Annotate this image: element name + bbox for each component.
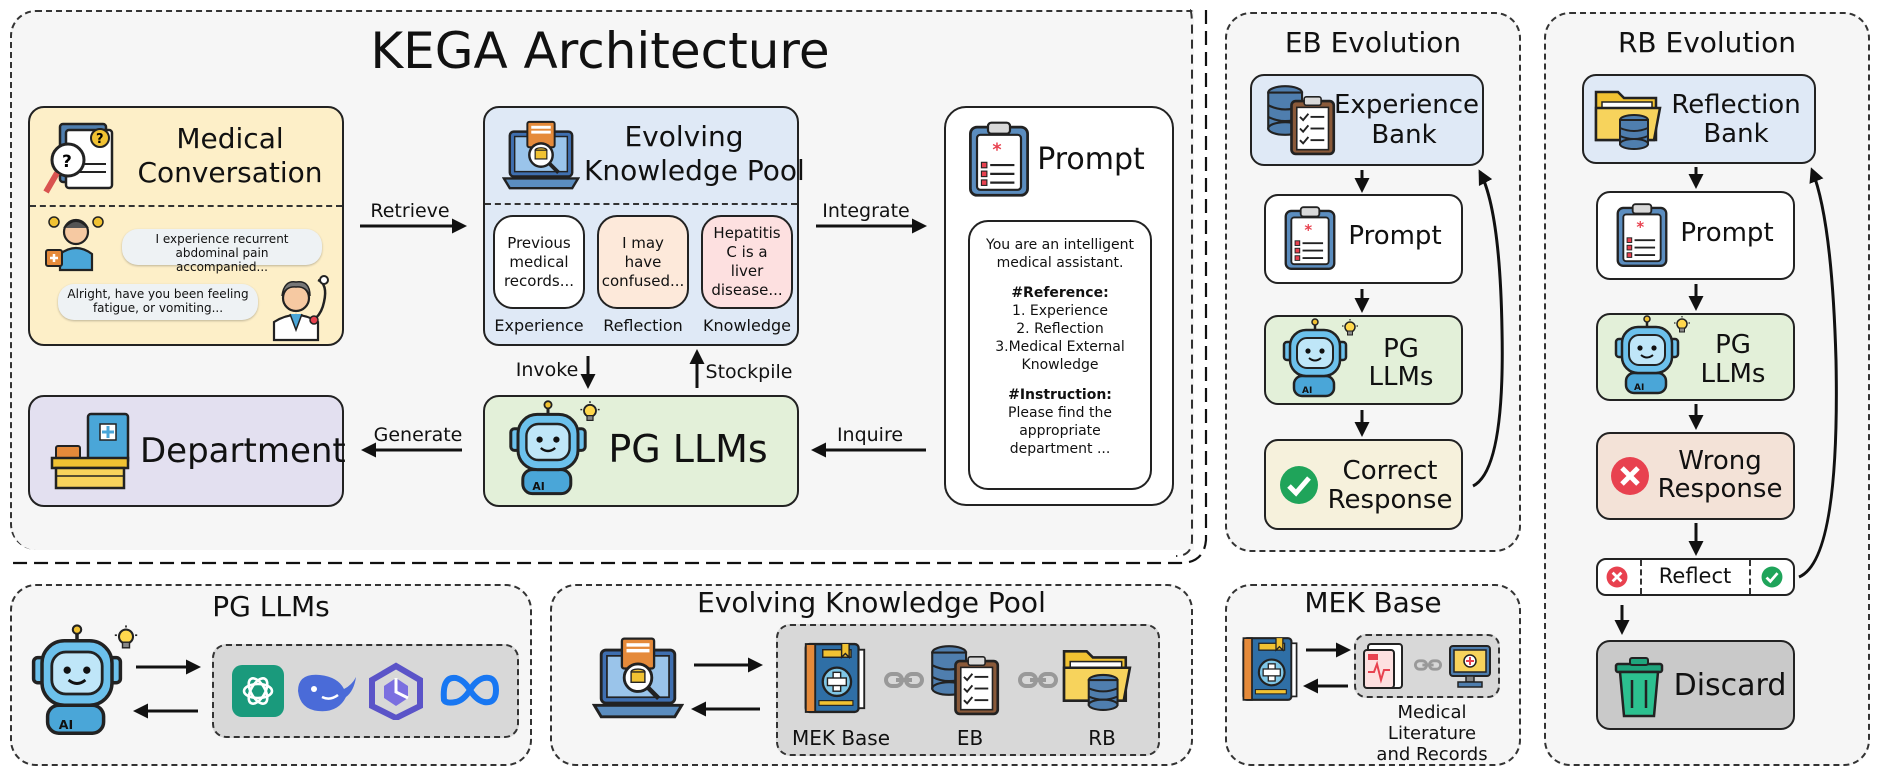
rb-prompt-label: Prompt bbox=[1680, 218, 1774, 248]
prompt-reference-item: 2. Reflection bbox=[1016, 321, 1104, 337]
doctor-icon bbox=[272, 275, 329, 342]
patient-message-bubble: I experience recurrent abdominal pain ac… bbox=[122, 229, 322, 274]
qwen-logo-icon bbox=[369, 662, 423, 720]
generate-label: Generate bbox=[373, 424, 463, 446]
prompt-reference-heading: #Reference: bbox=[1011, 285, 1109, 301]
pg-llms-panel-title: PG LLMs bbox=[212, 590, 330, 623]
pool-label-experience: Experience bbox=[494, 316, 584, 335]
pool-item-mek-base: MEK Base bbox=[791, 726, 891, 750]
eb-prompt-label: Prompt bbox=[1348, 221, 1442, 251]
mek-caption-line1: Medical bbox=[1397, 702, 1467, 723]
stockpile-label: Stockpile bbox=[705, 361, 793, 383]
retrieve-label: Retrieve bbox=[370, 200, 450, 222]
wrong-response-line1: Wrong bbox=[1678, 446, 1762, 476]
reflect-divider-right bbox=[1749, 560, 1751, 594]
prompt-instruction-heading: #Instruction: bbox=[1008, 387, 1112, 403]
medical-literature-icon bbox=[1363, 643, 1403, 689]
conversation-title-line1: Medical bbox=[176, 122, 284, 155]
correct-check-icon bbox=[1280, 466, 1318, 504]
prompt-intro: You are an intelligent medical assistant… bbox=[986, 237, 1134, 271]
patient-icon bbox=[45, 216, 104, 272]
integrate-label: Integrate bbox=[822, 200, 910, 222]
deepseek-whale-icon bbox=[298, 674, 356, 712]
pool-label-knowledge: Knowledge bbox=[703, 316, 791, 335]
correct-response-line2: Response bbox=[1327, 485, 1453, 515]
pool-card-knowledge: Hepatitis C is a liver disease... bbox=[701, 215, 793, 309]
knowledge-pool-panel-title: Evolving Knowledge Pool bbox=[697, 586, 1046, 619]
meta-logo-icon bbox=[440, 674, 500, 706]
correct-response-line1: Correct bbox=[1342, 456, 1438, 486]
eb-llm-line1: PG bbox=[1383, 334, 1419, 364]
wrong-cross-icon bbox=[1611, 457, 1649, 495]
pool-item-rb: RB bbox=[1088, 726, 1116, 750]
rb-evolution-title: RB Evolution bbox=[1617, 26, 1797, 59]
experience-bank-line2: Bank bbox=[1371, 120, 1437, 150]
pool-card-experience: Previous medical records... bbox=[493, 215, 585, 309]
inquire-label: Inquire bbox=[836, 424, 904, 446]
pool-divider bbox=[485, 203, 797, 205]
rb-llm-line2: LLMs bbox=[1700, 359, 1766, 389]
prompt-content: You are an intelligent medical assistant… bbox=[976, 236, 1144, 458]
conversation-title-line2: Conversation bbox=[137, 156, 323, 189]
pool-title-line1: Evolving bbox=[624, 120, 744, 153]
mek-caption-line3: and Records bbox=[1376, 744, 1488, 765]
experience-bank-line1: Experience bbox=[1334, 90, 1479, 120]
medical-document-icon: ? ? bbox=[43, 122, 114, 194]
mek-caption-line2: Literature bbox=[1387, 723, 1477, 744]
doctor-message-bubble: Alright, have you been feeling fatigue, … bbox=[58, 284, 258, 320]
eb-llm-line2: LLMs bbox=[1368, 362, 1434, 392]
hospital-desk-icon bbox=[50, 412, 130, 490]
prompt-title: Prompt bbox=[1037, 142, 1145, 177]
pool-item-eb: EB bbox=[956, 726, 984, 750]
pool-label-reflection: Reflection bbox=[603, 316, 683, 335]
reflect-cross-icon bbox=[1606, 566, 1628, 588]
invoke-label: Invoke bbox=[515, 359, 579, 381]
reflect-divider-left bbox=[1640, 560, 1642, 594]
reflect-label: Reflect bbox=[1658, 564, 1732, 588]
medical-records-monitor-icon bbox=[1449, 645, 1491, 688]
conversation-divider bbox=[30, 205, 342, 207]
prompt-reference-item: 3.Medical External Knowledge bbox=[995, 339, 1125, 373]
trash-icon bbox=[1614, 657, 1664, 718]
prompt-content-box bbox=[968, 220, 1152, 490]
svg-text:?: ? bbox=[62, 152, 72, 172]
reflection-bank-line2: Bank bbox=[1703, 119, 1769, 149]
wrong-response-line2: Response bbox=[1657, 474, 1783, 504]
chatgpt-logo-icon bbox=[232, 665, 284, 717]
pool-card-reflection: I may have confused... bbox=[597, 215, 689, 309]
prompt-instruction-text: Please find the appropriate department .… bbox=[1008, 405, 1112, 457]
link-icon bbox=[1414, 658, 1442, 672]
svg-text:?: ? bbox=[96, 132, 104, 147]
department-title: Department bbox=[140, 431, 346, 471]
discard-label: Discard bbox=[1673, 668, 1787, 703]
reflect-check-icon bbox=[1761, 566, 1783, 588]
prompt-reference-item: 1. Experience bbox=[1012, 303, 1108, 319]
rb-llm-line1: PG bbox=[1715, 330, 1751, 360]
pool-title-line2: Knowledge Pool bbox=[584, 154, 805, 187]
reflection-bank-line1: Reflection bbox=[1671, 90, 1801, 120]
mek-base-panel-title: MEK Base bbox=[1304, 586, 1442, 619]
kega-title: KEGA Architecture bbox=[370, 22, 830, 80]
pg-llms-title: PG LLMs bbox=[608, 427, 768, 471]
eb-evolution-title: EB Evolution bbox=[1284, 26, 1462, 59]
